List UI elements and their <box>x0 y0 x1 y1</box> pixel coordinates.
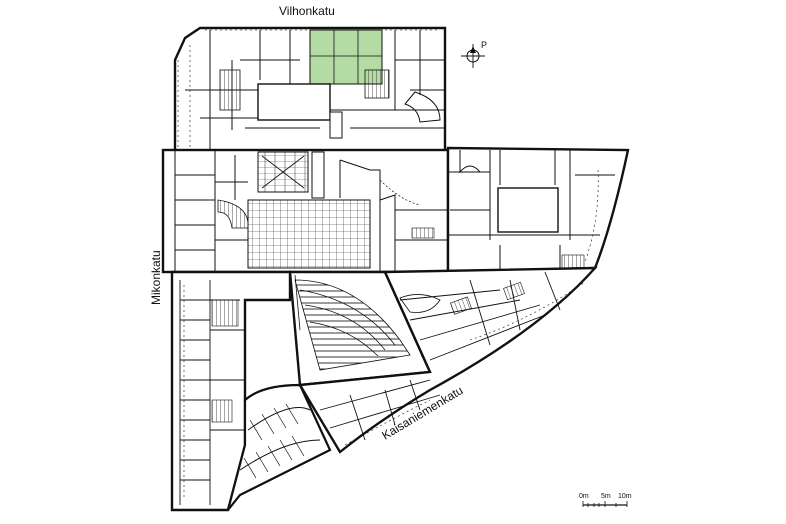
central-hall-grid <box>247 199 371 269</box>
north-arrow-label: P <box>481 40 487 50</box>
east-building-block <box>446 146 630 274</box>
south-curved-block <box>226 383 332 511</box>
street-label-west: Mikonkatu <box>149 250 163 305</box>
scale-label-10: 10m <box>618 493 632 500</box>
north-building-block <box>173 26 447 154</box>
scale-label-0: 0m <box>579 493 589 500</box>
south-east-block <box>298 266 598 454</box>
scale-bar: 0m 5m 10m <box>579 493 632 507</box>
scale-label-5: 5m <box>601 493 611 500</box>
north-arrow: P <box>461 40 487 68</box>
street-label-north: Vilhonkatu <box>279 4 335 18</box>
middle-building-block <box>161 148 450 274</box>
west-wing-block <box>170 270 292 512</box>
auditorium <box>288 270 432 387</box>
